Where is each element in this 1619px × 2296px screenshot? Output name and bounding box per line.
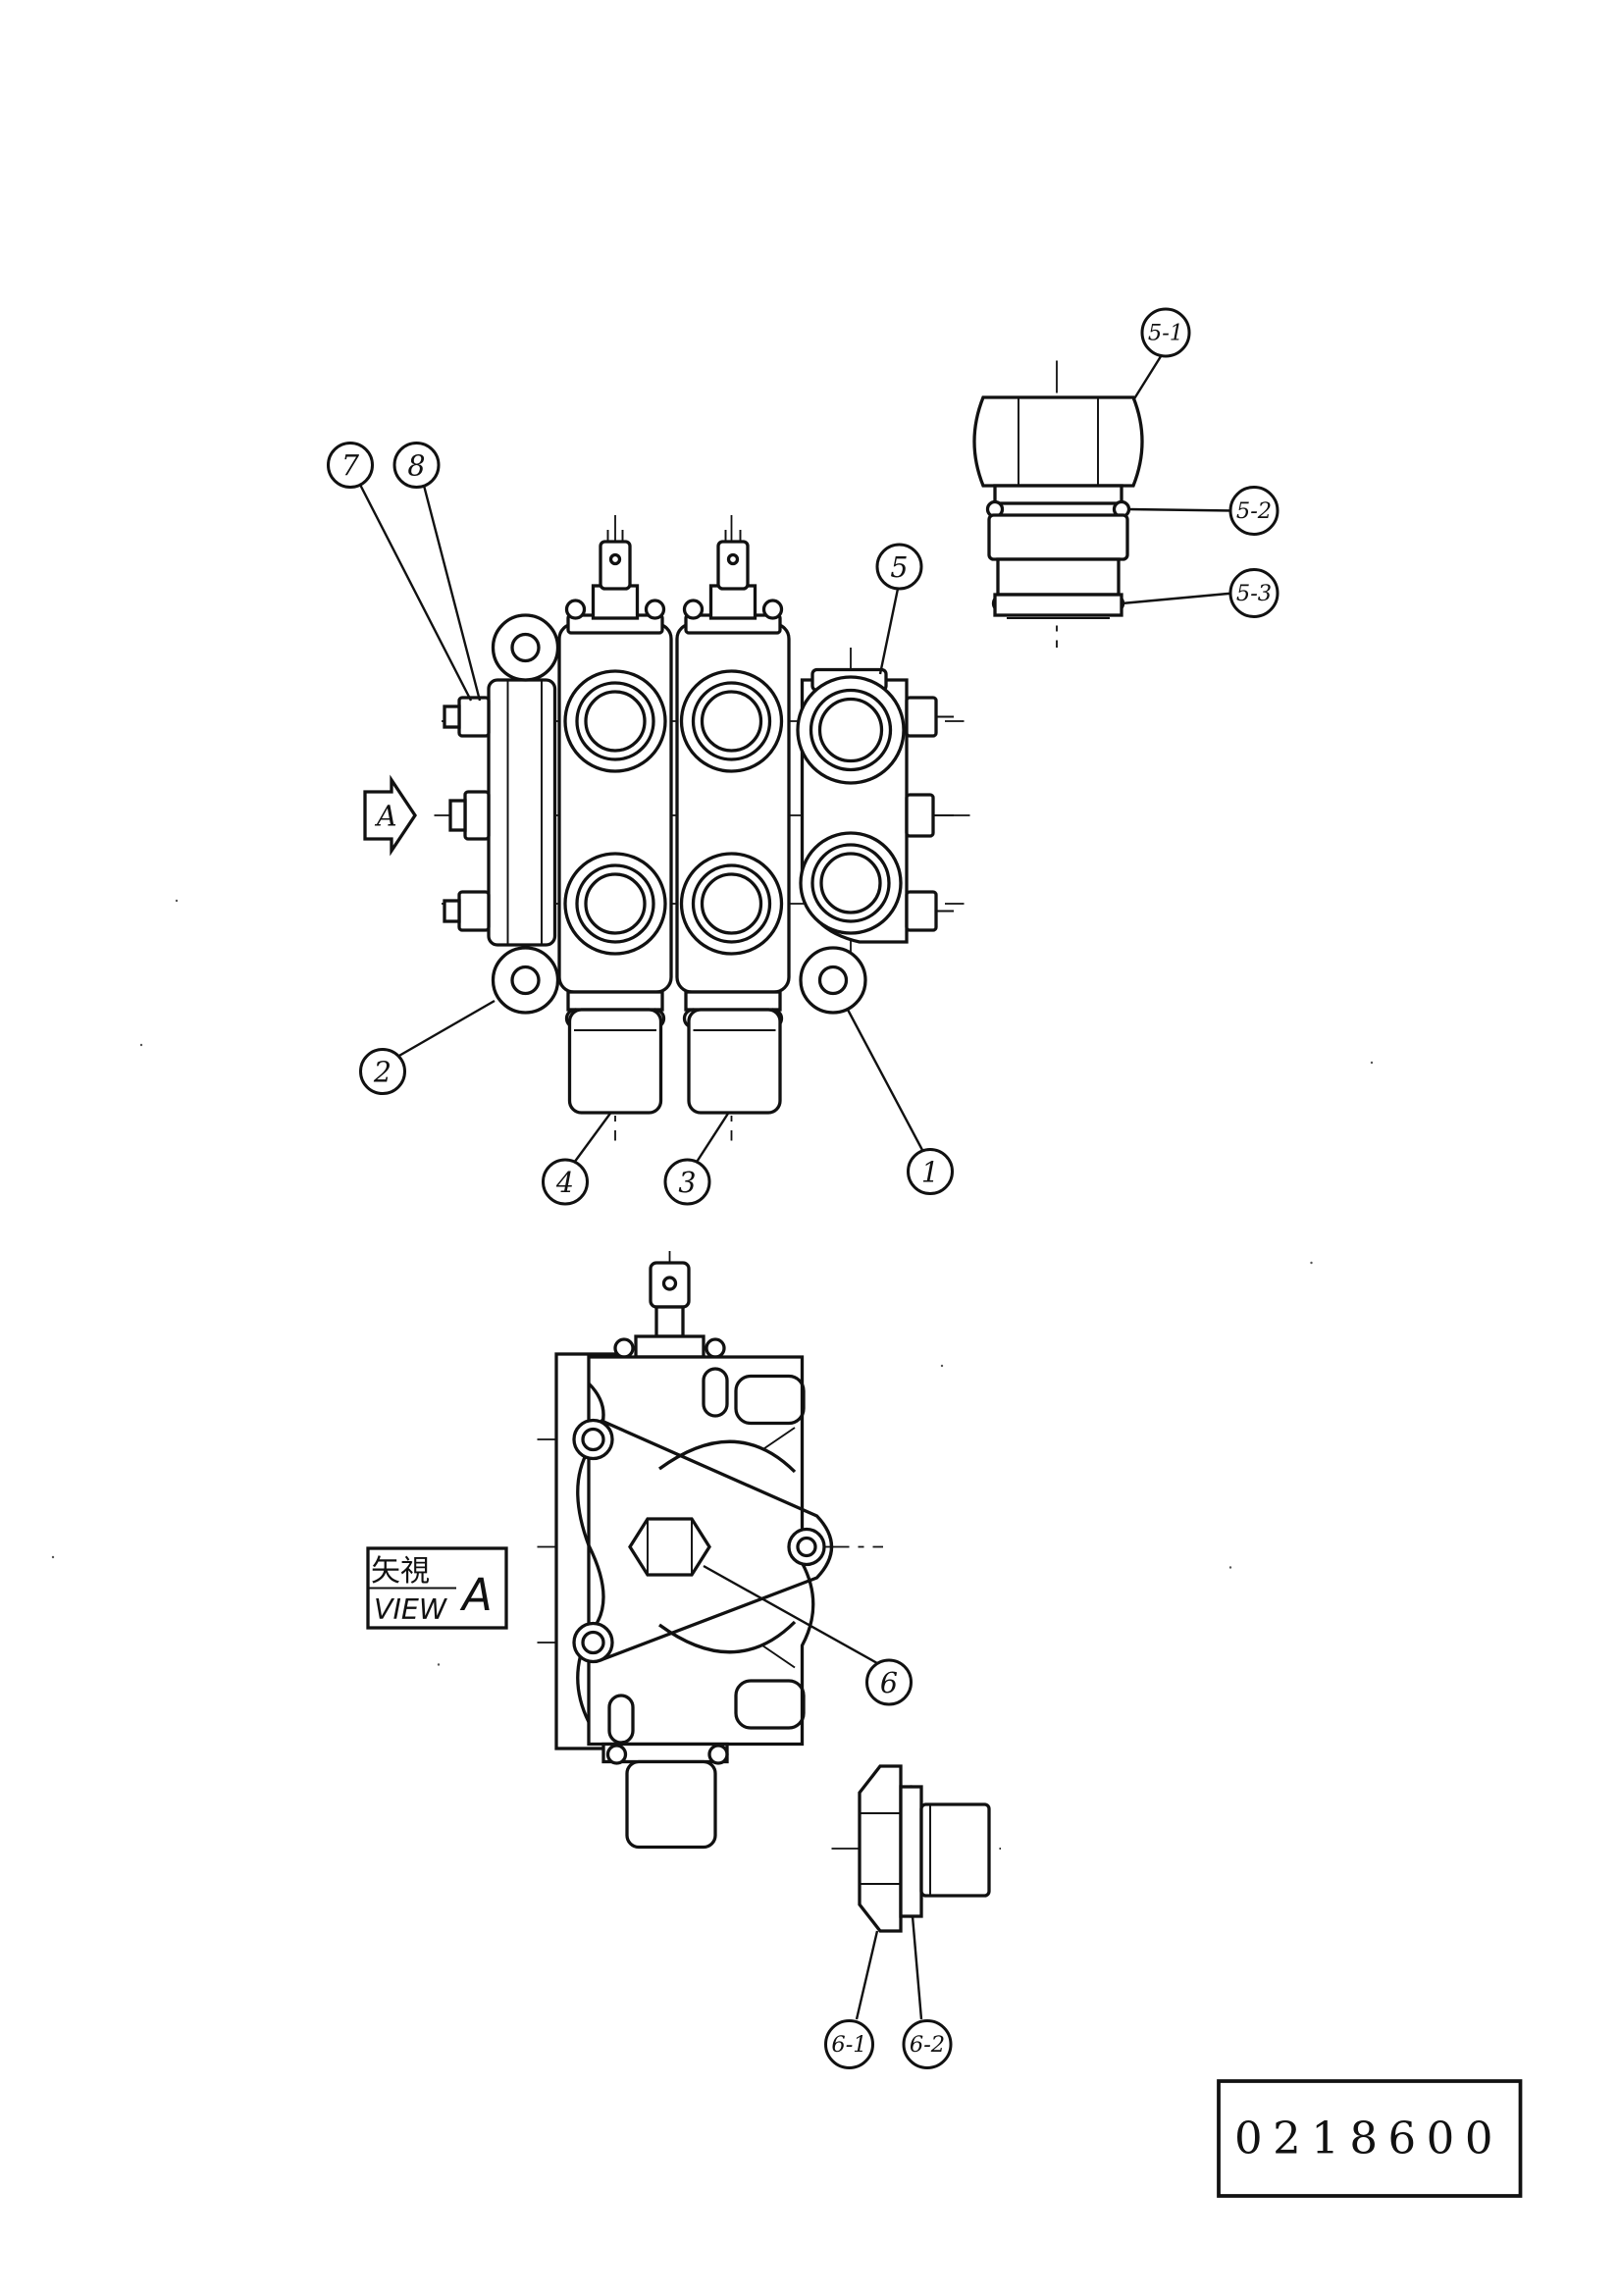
callout-6: 6: [865, 1658, 913, 1706]
svg-text:6-2: 6-2: [910, 2032, 945, 2058]
view-a-label: 矢視 VIEW A: [366, 1546, 508, 1630]
callout-5: 5: [875, 543, 923, 591]
plug-5-detail: [972, 360, 1144, 648]
plug-6-detail: [831, 1764, 1001, 1933]
svg-text:5-2: 5-2: [1236, 498, 1272, 524]
callout-3: 3: [663, 1158, 711, 1206]
callout-6-2: 6-2: [902, 2019, 953, 2069]
callout-4: 4: [542, 1158, 589, 1206]
callout-7: 7: [327, 442, 374, 489]
view-label-english: VIEW: [374, 1593, 448, 1626]
view-direction-arrow: A: [363, 774, 417, 857]
callout-8: 8: [392, 442, 441, 489]
view-label-japanese: 矢視: [371, 1554, 430, 1589]
svg-text:6-1: 6-1: [831, 2032, 866, 2058]
view-label-letter: A: [459, 1569, 493, 1621]
svg-text:2: 2: [373, 1057, 392, 1089]
valve-assembly-front-view: [434, 515, 971, 1141]
svg-text:1: 1: [921, 1157, 939, 1189]
drawing-number: 0218600: [1234, 2113, 1503, 2165]
svg-text:4: 4: [555, 1167, 574, 1199]
drawing-number-box: 0218600: [1217, 2079, 1523, 2198]
svg-text:5-1: 5-1: [1148, 321, 1183, 346]
svg-text:5-3: 5-3: [1236, 581, 1272, 606]
view-arrow-label: A: [374, 801, 397, 833]
callout-6-1: 6-1: [824, 2019, 874, 2069]
svg-text:5: 5: [890, 551, 908, 584]
callout-2: 2: [359, 1048, 406, 1095]
svg-text:3: 3: [678, 1167, 696, 1199]
svg-text:8: 8: [407, 450, 425, 483]
svg-text:7: 7: [341, 450, 360, 483]
callout-5-3: 5-3: [1228, 568, 1280, 618]
callout-1: 1: [907, 1148, 954, 1195]
callout-5-1: 5-1: [1140, 307, 1191, 358]
svg-text:6: 6: [880, 1667, 898, 1699]
leader-lines: [356, 352, 1234, 2020]
view-a-side-view: [537, 1251, 883, 1852]
callout-5-2: 5-2: [1228, 486, 1280, 536]
